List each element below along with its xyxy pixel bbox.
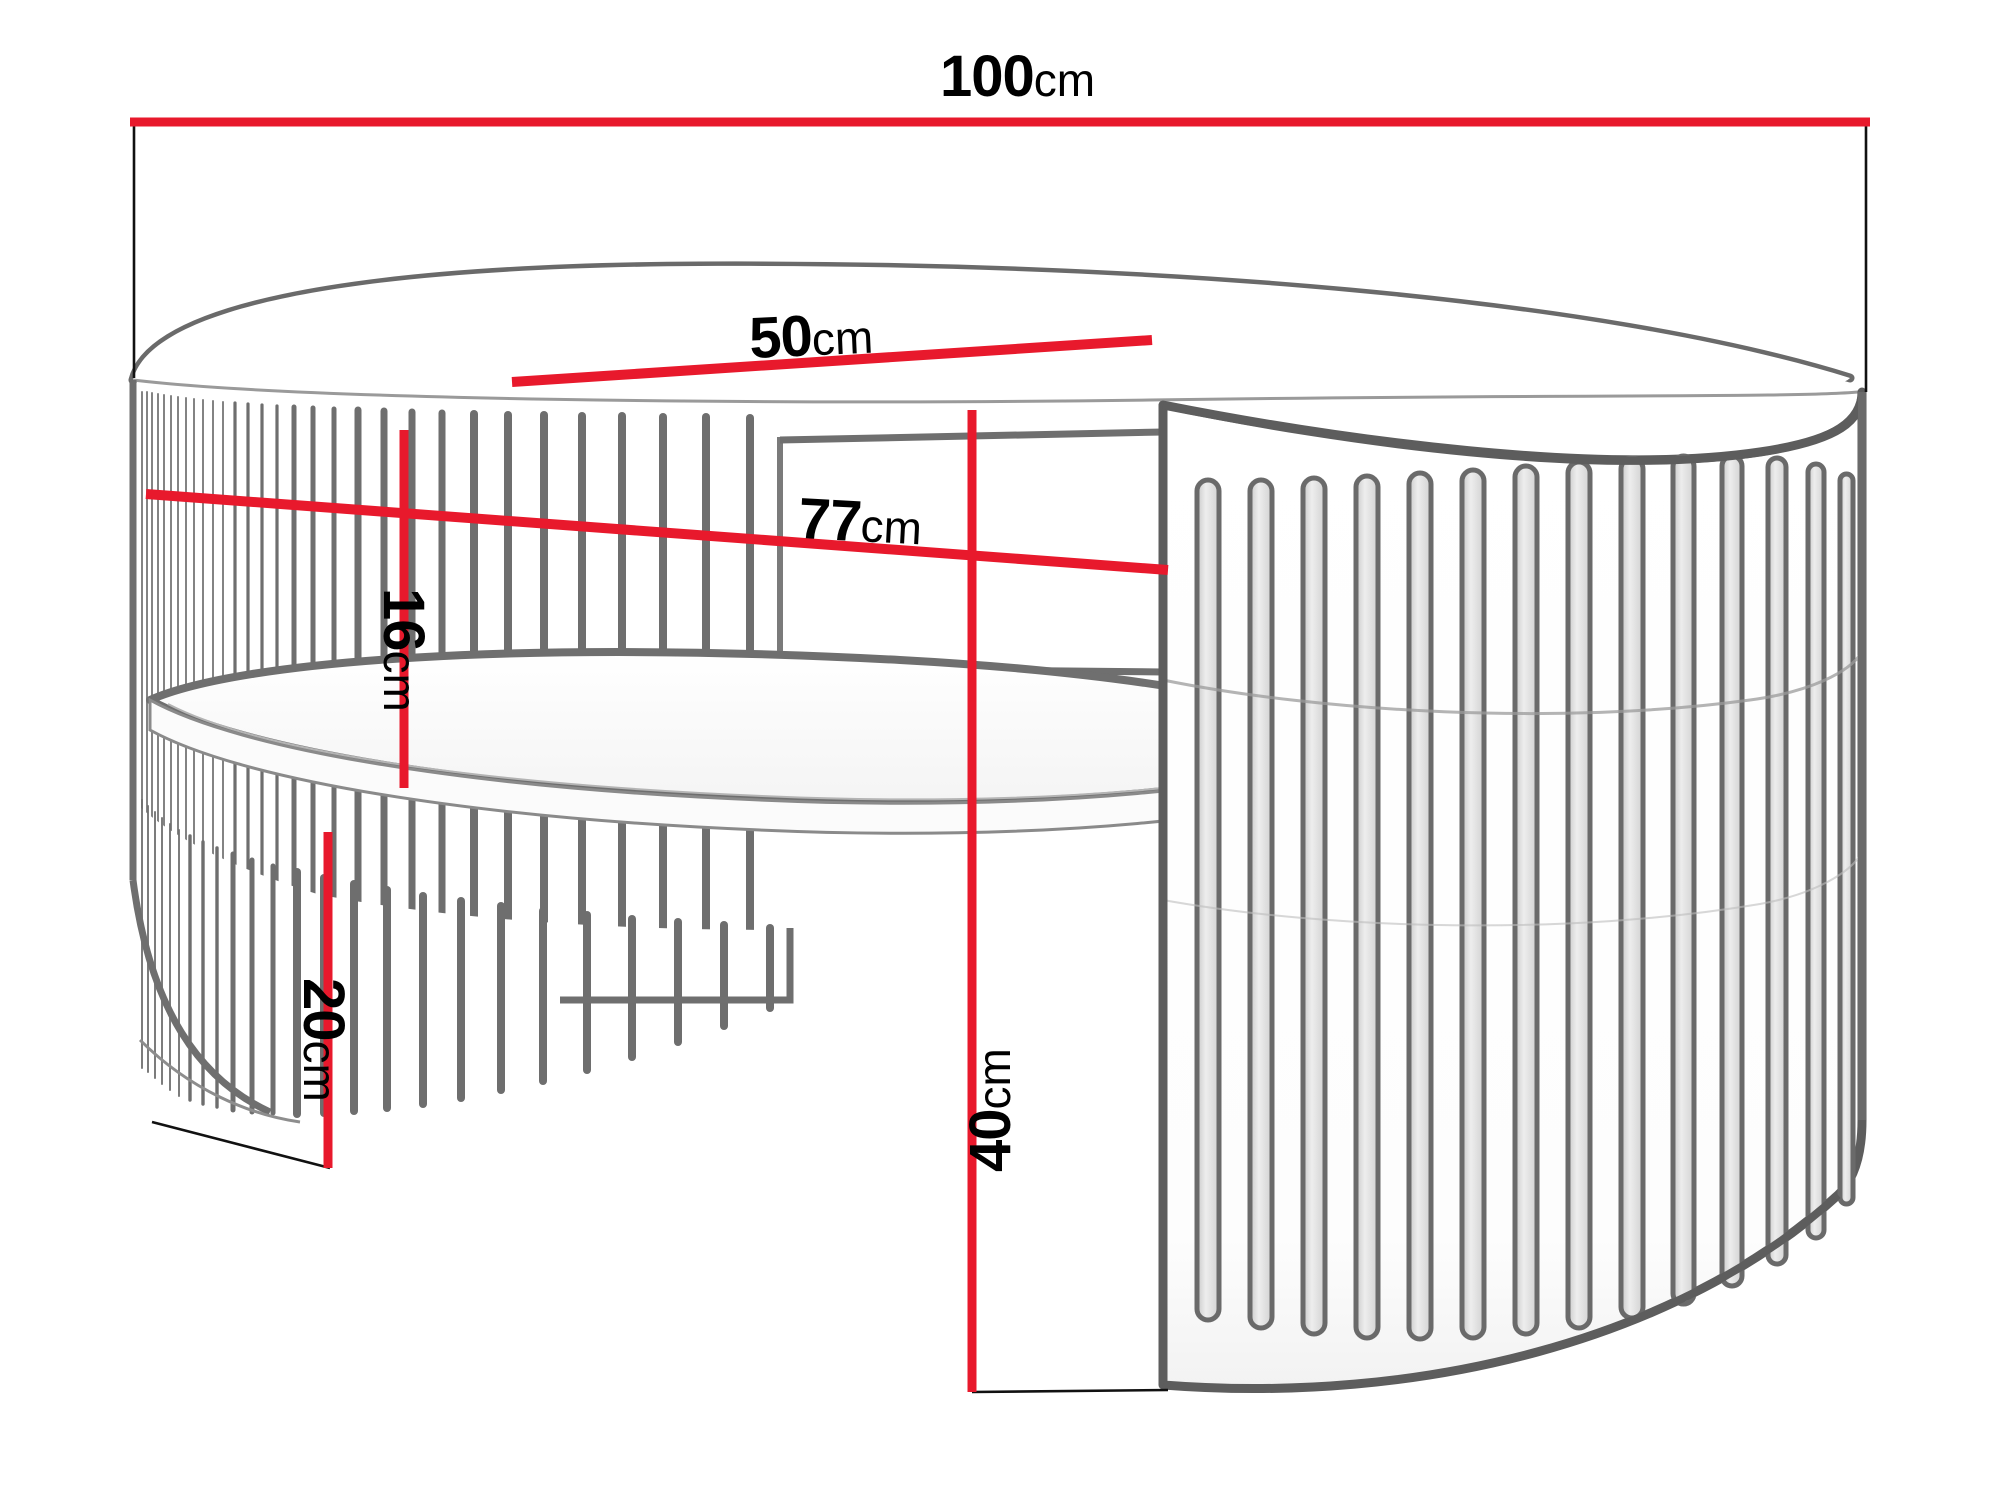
right-panel-bottom-edge [1162,1192,1841,1393]
dimension-value-16: 16 [371,588,436,651]
extension-lines [132,122,1868,1394]
dimension-value-40: 40 [958,1109,1023,1172]
ext-line-bottom-left-20 [151,1120,331,1170]
dimension-unit-20: cm [294,1040,346,1102]
dimension-value-20: 20 [291,978,356,1041]
ext-line-bottom-right-40 [971,1388,1169,1394]
dimension-value-100: 100 [940,44,1035,109]
slat [1837,471,1856,1207]
slat [1719,453,1745,1289]
dimension-unit-16: cm [374,650,426,712]
dimension-value-77: 77 [796,486,863,555]
right-panel-shelf-seam [1162,651,1864,716]
slat [1618,455,1646,1321]
dimension-label-20cm: 20cm [291,978,356,1102]
left-slat-band-lower [133,799,830,1118]
dimension-label-50cm: 50cm [747,303,875,371]
slat [1765,455,1789,1267]
slat [1459,467,1487,1341]
dimension-lines [130,117,1870,1392]
left-band-backing [133,392,780,694]
dimension-value-50: 50 [747,303,814,371]
dimension-label-77cm: 77cm [797,486,924,555]
dimension-label-100cm: 100cm [940,48,1095,106]
table-body [128,261,1867,1394]
slat [1194,477,1222,1323]
left-lower-band-face [133,800,830,1010]
slat [1406,470,1434,1342]
slat [1565,459,1593,1331]
dim-line-77cm [145,489,1169,575]
dimension-label-40cm: 40cm [958,1048,1023,1172]
lower-shelf [146,648,1384,835]
slat [1805,461,1827,1241]
dimension-unit-100: cm [1033,54,1096,106]
table-top-front-edge [132,378,1859,404]
slat [1247,477,1275,1331]
table-top-surface [133,265,1850,397]
dimension-unit-50: cm [810,310,875,366]
slat [1300,475,1328,1337]
slat [1670,453,1697,1307]
right-panel-shelf-seam-2 [1162,851,1863,927]
right-panel-top-edge [1162,391,1866,465]
left-band-apron-step [560,928,794,1004]
dim-line-50cm [511,335,1153,387]
slat [1353,473,1381,1341]
left-skirt-bottom-edge [129,879,272,1116]
dimension-unit-40: cm [968,1048,1020,1110]
left-skirt-bottom-sweep [138,1038,301,1124]
dimension-label-16cm: 16cm [371,588,436,712]
dimension-unit-77: cm [859,499,924,555]
slat [1512,463,1540,1337]
right-front-panel [1158,387,1867,1394]
